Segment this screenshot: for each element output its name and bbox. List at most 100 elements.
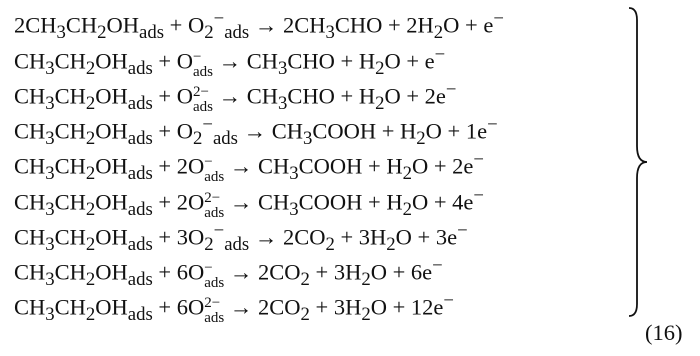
eq-text: → 2CO <box>224 294 301 320</box>
eq-sub: 2 <box>85 269 96 290</box>
eq-sup: − <box>473 149 484 170</box>
eq-sub: 2 <box>402 163 412 184</box>
eq-sup: 2− <box>204 190 221 207</box>
equation-row-2: CH3CH2OHads + O−ads → CH3CHO + H2O + e− <box>14 36 446 80</box>
eq-text: O + 2e <box>384 83 446 109</box>
eq-sub: ads <box>127 234 153 255</box>
eq-text: → CH <box>212 48 278 74</box>
eq-text: CH <box>65 12 98 38</box>
eq-sub: 3 <box>45 58 55 79</box>
eq-sup: − <box>493 8 504 29</box>
equation-row-1: 2CH3CH2OHads + O2−ads → 2CH3CHO + 2H2O +… <box>14 0 504 43</box>
eq-text: + 2O <box>152 189 205 215</box>
eq-text: CHO + H <box>287 83 376 109</box>
eq-sub: 3 <box>289 199 299 220</box>
eq-sub: 3 <box>45 128 55 149</box>
eq-sub: 2 <box>85 128 96 149</box>
eq-text: CH <box>14 224 46 250</box>
eq-text: O + 3e <box>395 224 458 250</box>
eq-text: + 2O <box>152 153 205 179</box>
eq-sub: 3 <box>278 58 288 79</box>
eq-text: CH <box>14 294 46 320</box>
eq-text: O + 12e <box>370 294 444 320</box>
eq-sub: 2 <box>325 234 335 255</box>
equation-row-4: CH3CH2OHads + O2−ads → CH3COOH + H2O + 1… <box>14 106 498 149</box>
eq-text: OH <box>95 118 128 144</box>
eq-sup: − <box>434 44 446 65</box>
eq-stack: −ads <box>204 261 224 291</box>
eq-sub: 3 <box>278 93 288 114</box>
eq-stack: −ads <box>193 50 213 80</box>
eq-text: → 2CO <box>249 224 326 250</box>
eq-text: + 3H <box>309 259 362 285</box>
eq-text: + O <box>152 118 193 144</box>
eq-text: O + 4e <box>411 189 474 215</box>
eq-sup: − <box>204 260 213 277</box>
eq-sub: 2 <box>361 269 371 290</box>
eq-text: CH <box>14 83 46 109</box>
eq-text: + 6O <box>152 259 205 285</box>
eq-text: → 2CO <box>224 259 301 285</box>
eq-text: OH <box>95 83 128 109</box>
eq-text: O + 6e <box>370 259 433 285</box>
eq-sub: 2 <box>85 234 96 255</box>
eq-text: OH <box>95 224 128 250</box>
eq-sup: − <box>202 114 213 135</box>
eq-text: O + 2e <box>411 153 474 179</box>
eq-sub: 2 <box>192 128 203 149</box>
eq-sup: − <box>192 49 202 66</box>
eq-text: COOH + H <box>312 118 417 144</box>
eq-sub: ads <box>192 99 213 116</box>
eq-sup: − <box>443 290 454 311</box>
eq-sup: 2− <box>192 84 209 101</box>
eq-text: OH <box>95 259 128 285</box>
eq-sub: 3 <box>45 199 55 220</box>
eq-sub: 2 <box>85 199 96 220</box>
eq-sub: 2 <box>416 128 426 149</box>
eq-sub: 2 <box>85 304 96 325</box>
eq-text: CH <box>54 153 86 179</box>
eq-sub: ads <box>204 205 225 222</box>
eq-sub: ads <box>127 128 153 149</box>
eq-sub: 2 <box>433 22 444 43</box>
eq-text: → CH <box>237 118 303 144</box>
eq-text: OH <box>95 48 128 74</box>
eq-text: CH <box>54 118 86 144</box>
equation-row-5: CH3CH2OHads + 2O−ads → CH3COOH + H2O + 2… <box>14 141 484 185</box>
eq-sup: − <box>445 79 457 100</box>
eq-text: + 3H <box>334 224 387 250</box>
eq-sup: − <box>457 220 468 241</box>
eq-text: CH <box>14 259 46 285</box>
eq-text: + O <box>164 12 205 38</box>
equation-row-8: CH3CH2OHads + 6O−ads → 2CO2 + 3H2O + 6e− <box>14 247 443 291</box>
eq-sub: ads <box>139 22 165 43</box>
eq-text: CH <box>54 189 86 215</box>
eq-text: 2CH <box>14 12 57 38</box>
eq-sub: 2 <box>85 58 96 79</box>
eq-text: O + e <box>384 48 435 74</box>
eq-sub: 2 <box>204 234 214 255</box>
eq-sub: ads <box>212 128 238 149</box>
eq-sup: − <box>473 185 484 206</box>
eq-text: CH <box>14 189 46 215</box>
eq-sub: ads <box>127 269 153 290</box>
eq-stack: 2−ads <box>204 296 224 326</box>
eq-text: → CH <box>224 153 290 179</box>
eq-text: CH <box>14 48 46 74</box>
equation-row-7: CH3CH2OHads + 3O2−ads → 2CO2 + 3H2O + 3e… <box>14 212 468 255</box>
eq-sub: 2 <box>97 22 107 43</box>
eq-text: CH <box>54 294 86 320</box>
eq-sub: 3 <box>56 22 66 43</box>
eq-sub: 3 <box>289 163 299 184</box>
eq-text: CH <box>14 153 46 179</box>
eq-sub: ads <box>127 199 153 220</box>
eq-sup: − <box>432 255 443 276</box>
eq-sub: ads <box>224 234 250 255</box>
eq-sub: 2 <box>402 199 412 220</box>
eq-sub: ads <box>127 58 153 79</box>
eq-text: + 3H <box>309 294 362 320</box>
eq-sub: ads <box>127 93 153 114</box>
